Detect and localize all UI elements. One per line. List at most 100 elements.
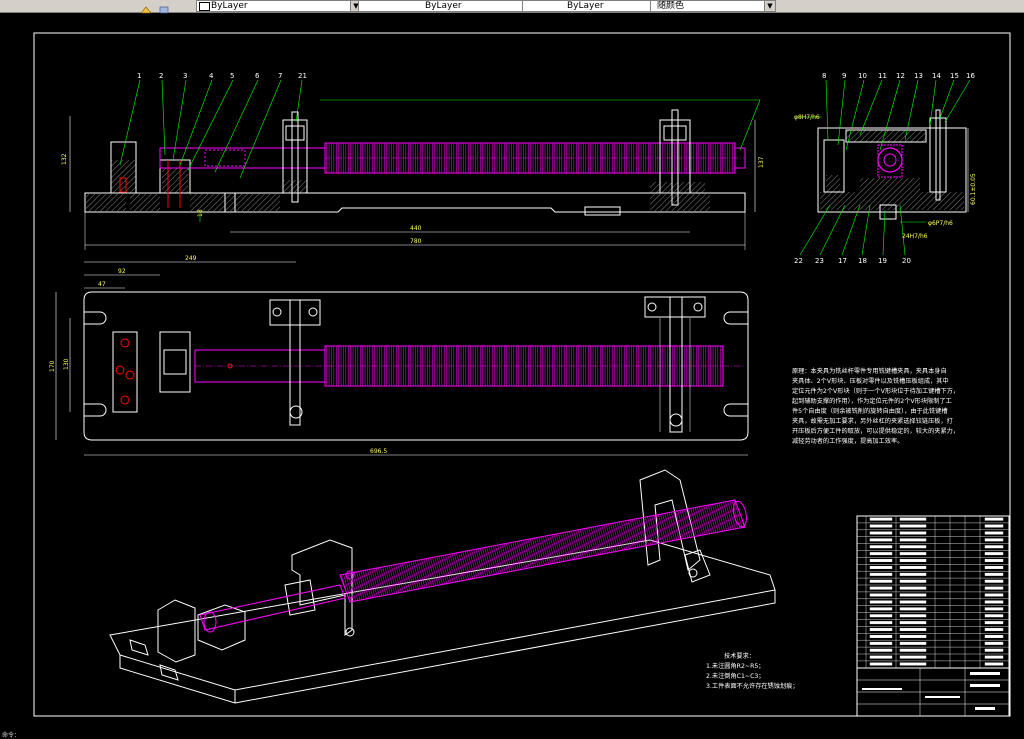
table-cell-name: [899, 628, 927, 631]
side-part-numbers: 8 9 10 11 12 13 14 15 16 22 23 17 18 19 …: [794, 72, 975, 265]
svg-text:18: 18: [197, 209, 204, 217]
svg-text:132: 132: [61, 153, 68, 165]
svg-text:φ8H7/h6: φ8H7/h6: [794, 114, 820, 121]
table-cell-material: [984, 607, 1004, 611]
table-cell-code: [869, 655, 893, 659]
svg-text:减轻劳动者的工作强度，提高加工效率。: 减轻劳动者的工作强度，提高加工效率。: [792, 437, 903, 445]
svg-text:696.5: 696.5: [370, 448, 387, 455]
table-cell-name: [899, 552, 927, 556]
svg-text:137: 137: [758, 156, 765, 168]
table-cell-material: [984, 621, 1004, 625]
svg-text:1.未注圆角R2~R5；: 1.未注圆角R2~R5；: [706, 662, 765, 670]
svg-text:9: 9: [842, 72, 846, 80]
table-cell-name: [899, 538, 927, 542]
table-cell-material: [984, 566, 1004, 569]
svg-text:起到辅助支撑的作用），作为定位元件的2个V形块限制了工: 起到辅助支撑的作用），作为定位元件的2个V形块限制了工: [792, 397, 952, 405]
layer-combo-value: ByLayer: [211, 1, 248, 11]
table-cell-material: [984, 524, 1004, 528]
table-cell-material: [984, 662, 1004, 666]
table-cell-code: [869, 641, 893, 645]
svg-text:4: 4: [209, 72, 214, 80]
table-cell-code: [869, 586, 893, 590]
properties-toolbar: ByLayer ▼ ByLayer ▼ ByLayer ▼ 随颜色 ▼: [0, 0, 1024, 14]
svg-text:8: 8: [822, 72, 826, 80]
table-cell-code: [869, 628, 893, 631]
parts-list-table[interactable]: [856, 515, 1010, 717]
svg-text:60.1±0.05: 60.1±0.05: [970, 173, 977, 205]
table-cell-name: [899, 517, 927, 521]
table-cell-material: [984, 586, 1004, 590]
layer-combo[interactable]: ByLayer ▼: [196, 0, 362, 12]
svg-text:249: 249: [185, 255, 197, 262]
svg-text:22: 22: [794, 257, 803, 265]
svg-text:件5个自由度（则余被铣削的旋转自由度），由于此铣键槽: 件5个自由度（则余被铣削的旋转自由度），由于此铣键槽: [792, 407, 948, 415]
table-cell-material: [984, 648, 1004, 652]
svg-text:3: 3: [183, 72, 187, 80]
table-cell-material: [984, 628, 1004, 631]
table-cell-name: [899, 662, 927, 666]
svg-text:47: 47: [98, 281, 106, 288]
table-cell-name: [899, 614, 927, 618]
svg-text:13: 13: [914, 72, 923, 80]
table-cell-code: [869, 635, 893, 638]
table-cell-material: [984, 517, 1004, 521]
table-cell-material: [984, 545, 1004, 549]
table-cell-name: [899, 586, 927, 590]
table-cell-material: [984, 641, 1004, 645]
table-cell-name: [899, 559, 927, 562]
table-cell-name: [899, 566, 927, 569]
svg-text:6: 6: [255, 72, 260, 80]
layer-previous-icon[interactable]: [158, 0, 170, 14]
plan-dimensions: 249 92 47 170 130 696.5: [49, 255, 387, 455]
table-cell-name: [899, 641, 927, 645]
table-cell-code: [869, 559, 893, 562]
cad-drawing-canvas[interactable]: 1 2 3 4 5 6 7 21 132 137 440 780 18: [0, 13, 1024, 733]
chevron-down-icon[interactable]: ▼: [350, 1, 361, 11]
table-cell-code: [869, 552, 893, 556]
table-cell-name: [899, 572, 927, 576]
table-cell-code: [869, 607, 893, 611]
table-cell-name: [899, 579, 927, 583]
plotstyle-combo[interactable]: 随颜色 ▼: [650, 0, 776, 12]
chevron-down-icon[interactable]: ▼: [764, 1, 775, 11]
table-cell-code: [869, 566, 893, 569]
plan-view[interactable]: [55, 261, 749, 456]
front-section-view[interactable]: [69, 79, 761, 250]
side-dimensions: φ8H7/h6 φ6P7/h6 24H7/h6 60.1±0.05: [794, 114, 977, 240]
table-cell-name: [899, 600, 927, 604]
svg-text:19: 19: [878, 257, 887, 265]
side-section-view[interactable]: [796, 79, 971, 256]
table-cell-name: [899, 531, 927, 535]
table-cell-code: [869, 621, 893, 625]
table-cell-material: [984, 655, 1004, 659]
table-cell-code: [869, 614, 893, 618]
isometric-view[interactable]: [109, 469, 776, 704]
layer-state-icon[interactable]: [140, 0, 152, 14]
svg-text:技术要求：: 技术要求：: [724, 652, 755, 660]
svg-text:12: 12: [896, 72, 905, 80]
table-cell-material: [984, 579, 1004, 583]
table-cell-name: [899, 545, 927, 549]
table-cell-code: [869, 545, 893, 549]
plotstyle-combo-value: 随颜色: [657, 1, 685, 11]
table-cell-code: [869, 662, 893, 666]
table-cell-code: [869, 524, 893, 528]
svg-text:2.未注倒角C1~C3；: 2.未注倒角C1~C3；: [706, 672, 765, 680]
table-cell-material: [984, 600, 1004, 604]
svg-text:130: 130: [63, 358, 70, 370]
table-cell-material: [984, 572, 1004, 576]
svg-text:1: 1: [137, 72, 141, 80]
svg-text:夹具，故需无加工要求，另外丝杠的夹紧选择铰链压板，打: 夹具，故需无加工要求，另外丝杠的夹紧选择铰链压板，打: [792, 417, 953, 425]
table-cell-code: [869, 593, 893, 597]
table-cell-code: [869, 531, 893, 535]
table-cell-material: [984, 552, 1004, 556]
command-line[interactable]: 命令：: [0, 733, 1024, 739]
svg-text:原理：本夹具为铣丝杆零件专用铣键槽夹具，夹具本身自: 原理：本夹具为铣丝杆零件专用铣键槽夹具，夹具本身自: [792, 367, 947, 375]
svg-text:2: 2: [159, 72, 163, 80]
svg-text:16: 16: [966, 72, 975, 80]
table-cell-name: [899, 593, 927, 597]
color-swatch-icon: [199, 2, 210, 11]
table-cell-code: [869, 538, 893, 542]
table-cell-material: [984, 531, 1004, 535]
svg-text:7: 7: [278, 72, 282, 80]
